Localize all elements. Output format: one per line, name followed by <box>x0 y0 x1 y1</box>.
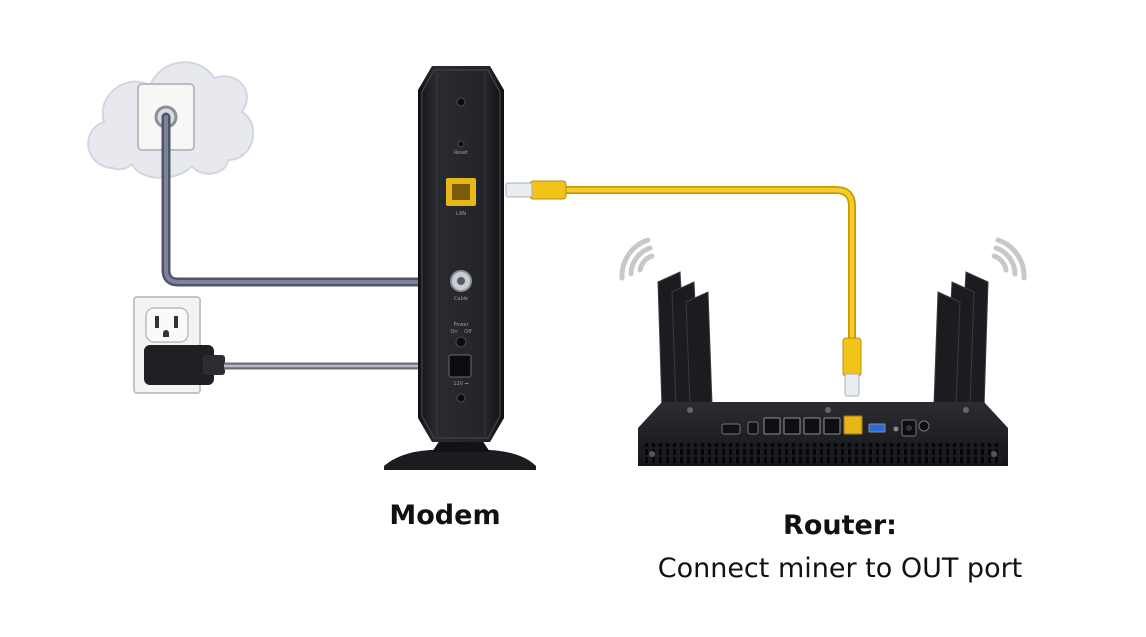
power-on-label: On <box>450 329 457 335</box>
power-button <box>455 336 467 348</box>
lan-port-label: LAN <box>456 211 466 217</box>
router-antennas-left <box>657 271 713 409</box>
dc-in-label: 12V ⎓ <box>453 381 468 387</box>
ethernet-connector-router <box>842 337 862 397</box>
wifi-icon <box>619 237 655 281</box>
cable-port-label: Cable <box>454 296 468 302</box>
router-antennas-right <box>933 271 989 409</box>
modem: Reset LAN Cable Power On Off 12V ⎓ <box>418 66 504 442</box>
ethernet-connector-modem <box>505 180 567 200</box>
power-off-label: Off <box>464 329 472 335</box>
power-outlet-icon <box>133 296 225 394</box>
router-label: Router: <box>783 510 897 541</box>
reset-label: Reset <box>454 150 468 156</box>
router-instruction: Connect miner to OUT port <box>657 553 1023 584</box>
modem-stand <box>384 450 536 470</box>
router-internet-port <box>843 415 863 435</box>
router-usb-port <box>868 423 886 433</box>
router <box>638 271 1008 466</box>
cloud-icon <box>87 61 255 179</box>
power-label: Power <box>453 322 469 328</box>
modem-label: Modem <box>389 500 501 531</box>
power-port <box>448 354 472 378</box>
router-lan-ports <box>763 417 841 435</box>
wifi-icon <box>991 237 1027 281</box>
